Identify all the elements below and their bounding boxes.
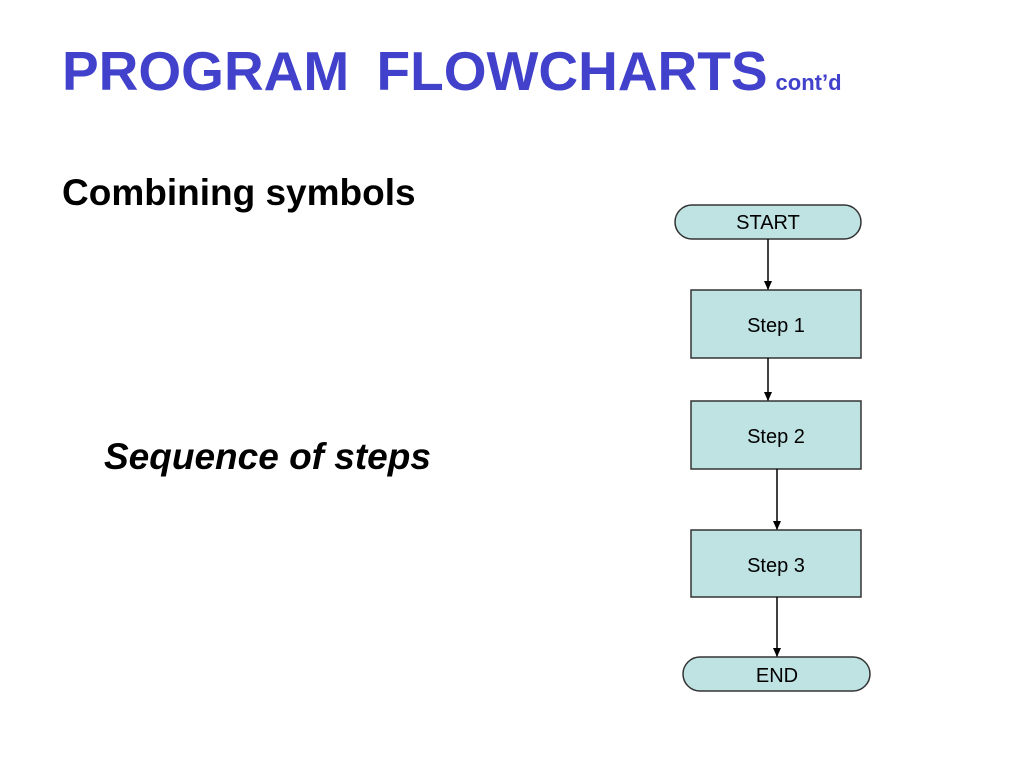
slide-title-main: PROGRAM FLOWCHARTS [62,40,768,102]
end-terminal-shape [682,656,871,692]
step2-label: Step 2 [747,426,805,448]
step1-box [690,289,862,359]
slide-title-suffix: cont’d [775,70,842,95]
end-label: END [756,665,798,687]
step3-box [690,529,862,598]
slide-heading: Combining symbols [62,172,416,213]
start-terminal-shape [674,204,862,240]
slide-caption: Sequence of steps [104,436,431,477]
step3-process: Step 3 [690,529,862,598]
step2-box [690,400,862,470]
end-terminal: END [682,656,871,692]
start-label: START [736,212,800,234]
step3-label: Step 3 [747,555,805,577]
step2-process: Step 2 [690,400,862,470]
start-terminal: START [674,204,862,240]
step1-process: Step 1 [690,289,862,359]
step1-label: Step 1 [747,315,805,337]
